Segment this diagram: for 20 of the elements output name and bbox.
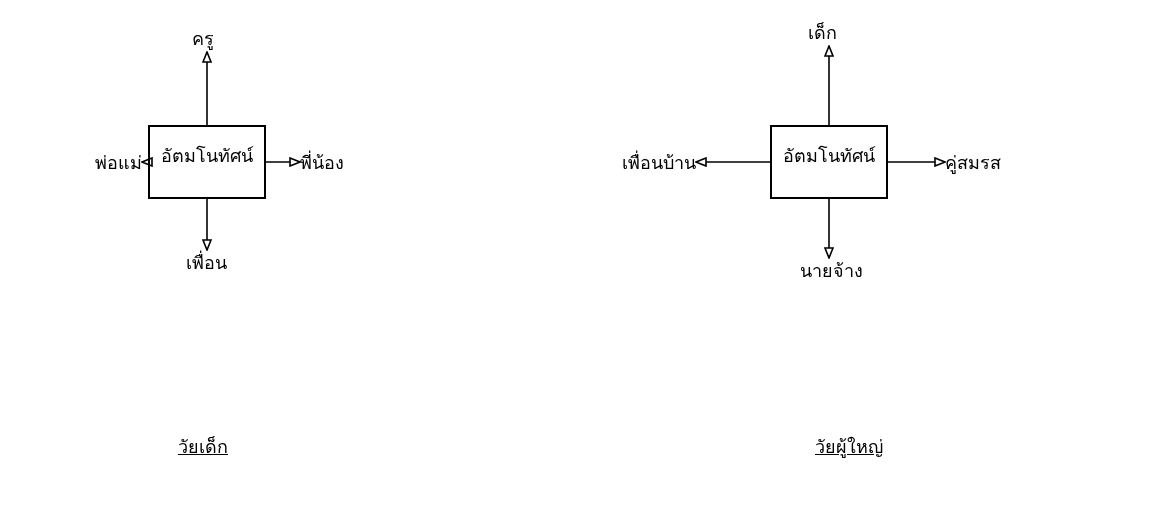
concept-box: อัตมโนทัศน์	[148, 125, 266, 199]
node-label: คู่สมรส	[945, 150, 1001, 176]
node-label: เด็ก	[808, 20, 837, 46]
node-label: นายจ้าง	[800, 258, 863, 284]
caption-text: วัยผู้ใหญ่	[815, 435, 883, 460]
arrow	[887, 157, 946, 167]
arrow	[141, 157, 153, 167]
arrow	[824, 45, 834, 126]
node-label: เพื่อน	[186, 250, 227, 276]
arrow	[202, 51, 212, 126]
node-label: ครู	[192, 26, 214, 52]
node-label: พ่อแม่	[95, 150, 142, 176]
concept-box: อัตมโนทัศน์	[770, 125, 888, 199]
arrow	[695, 157, 771, 167]
node-label: เพื่อนบ้าน	[622, 150, 696, 176]
caption-text: วัยเด็ก	[178, 435, 228, 459]
arrow	[202, 198, 212, 251]
node-label: พี่น้อง	[300, 150, 344, 176]
arrow	[824, 198, 834, 259]
arrow	[265, 157, 301, 167]
